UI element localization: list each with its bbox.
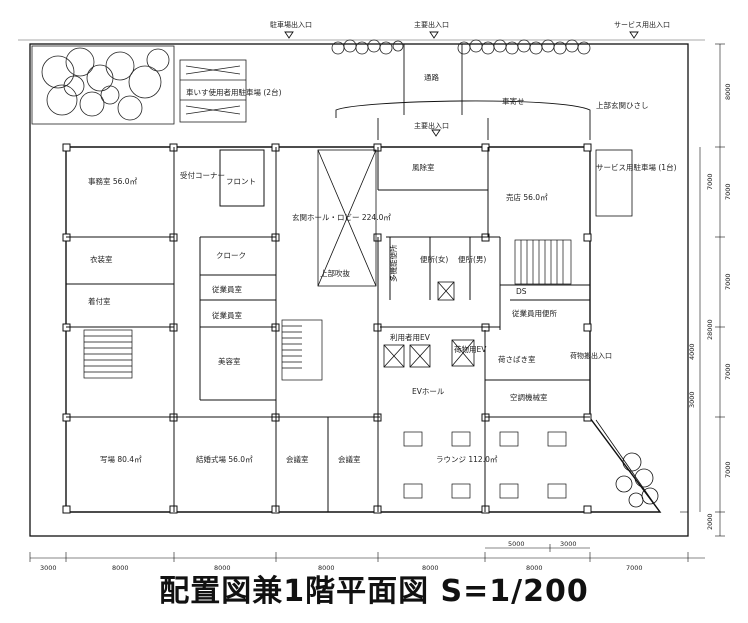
dim-bottom-6: 8000 — [526, 564, 543, 572]
staff-wc-label: 従業員用便所 — [512, 308, 557, 318]
inner-main-entrance-label: 主要出入口 — [414, 121, 449, 130]
office-label: 事務室 56.0㎡ — [88, 176, 138, 186]
drop-off-label: 車寄せ — [502, 96, 525, 106]
trees-bottom-right — [595, 419, 661, 513]
dim-bottom-inner-2: 3000 — [560, 540, 577, 548]
cloak-label: クローク — [216, 251, 246, 260]
interior-walls — [66, 147, 590, 512]
dim-right-total: 28000 — [706, 319, 714, 340]
cargo-entrance-label: 荷物搬出入口 — [570, 351, 612, 360]
service-parking-label: サービス用駐車場 (1台) — [596, 162, 677, 172]
canopy-label: 上部玄関ひさし — [596, 100, 649, 110]
right-dimension-lines — [680, 43, 725, 537]
service-parking — [595, 149, 633, 217]
entrance-markers — [284, 31, 639, 137]
multi-wc-label: 多機能便所 — [388, 244, 398, 282]
lobby-label: 玄関ホール・ロビー 224.0㎡ — [292, 212, 391, 222]
ev-hall-label: EVホール — [412, 387, 445, 396]
shop-label: 売店 56.0㎡ — [506, 192, 548, 202]
dim-right-4: 7000 — [724, 363, 732, 380]
parking-entrance-label: 駐車場出入口 — [270, 20, 312, 29]
freight-ev-label: 荷物用EV — [454, 344, 487, 354]
wc-female-label: 便所(女) — [420, 254, 448, 264]
front-label: フロント — [226, 177, 256, 186]
building-outline — [65, 146, 662, 513]
dressing-label: 着付室 — [88, 296, 111, 306]
bushes-top — [331, 39, 591, 55]
driveway — [335, 44, 591, 140]
dim-bottom-4: 8000 — [318, 564, 335, 572]
dim-right-inner-2: 3000 — [688, 391, 696, 408]
ds-label: DS — [516, 287, 527, 296]
bottom-dimension-lines — [29, 544, 705, 562]
beauty-label: 美容室 — [218, 356, 241, 366]
elevators — [383, 281, 475, 368]
dim-right-3: 7000 — [724, 273, 732, 290]
dim-right-2: 7000 — [724, 183, 732, 200]
dim-bottom-3: 8000 — [214, 564, 231, 572]
void-label: 上部吹抜 — [320, 268, 350, 278]
reception-label: 受付コーナー — [180, 170, 225, 180]
site-boundary — [29, 43, 689, 537]
dim-bottom-5: 8000 — [422, 564, 439, 572]
photo-studio-label: 写場 80.4㎡ — [100, 454, 142, 464]
service-entrance-label: サービス用出入口 — [614, 20, 670, 29]
wc-male-label: 便所(男) — [458, 254, 486, 264]
loading-label: 荷さばき室 — [498, 354, 536, 364]
staff-room-2-label: 従業員室 — [212, 310, 242, 320]
atrium-void — [317, 149, 377, 287]
meeting-room-1-label: 会議室 — [286, 454, 309, 464]
drawing-caption: 配置図兼1階平面図 S=1/200 — [159, 574, 589, 609]
meeting-room-2-label: 会議室 — [338, 454, 361, 464]
user-ev-label: 利用者用EV — [390, 332, 431, 342]
main-entrance-label: 主要出入口 — [414, 20, 449, 29]
site-floor-plan: 車いす使用者用駐車場 (2台) 駐車場出入口 主要出入口 サービス用出入口 通路… — [18, 20, 732, 572]
dim-bottom-inner-1: 5000 — [508, 540, 525, 548]
wheelchair-parking — [179, 59, 247, 123]
trees-top-left — [31, 45, 175, 125]
stairs — [83, 239, 572, 381]
dim-bottom-7: 7000 — [626, 564, 643, 572]
costume-label: 衣装室 — [90, 254, 113, 264]
staff-room-1-label: 従業員室 — [212, 284, 242, 294]
wheelchair-parking-label: 車いす使用者用駐車場 (2台) — [186, 87, 282, 97]
windbreak-label: 風除室 — [412, 162, 435, 172]
dim-right-7: 2000 — [706, 513, 714, 530]
dim-right-1: 8000 — [724, 83, 732, 100]
ac-room-label: 空調機械室 — [510, 392, 548, 402]
dim-right-inner-1: 4000 — [688, 343, 696, 360]
dim-bottom-2: 8000 — [112, 564, 129, 572]
lounge-tables — [403, 431, 567, 499]
dim-bottom-1: 3000 — [40, 564, 57, 572]
dim-right-5: 7000 — [724, 461, 732, 478]
dim-right-6: 7000 — [706, 173, 714, 190]
lounge-label: ラウンジ 112.0㎡ — [436, 455, 498, 464]
ceremony-hall-label: 結婚式場 56.0㎡ — [196, 454, 253, 464]
road-label: 通路 — [424, 72, 439, 82]
